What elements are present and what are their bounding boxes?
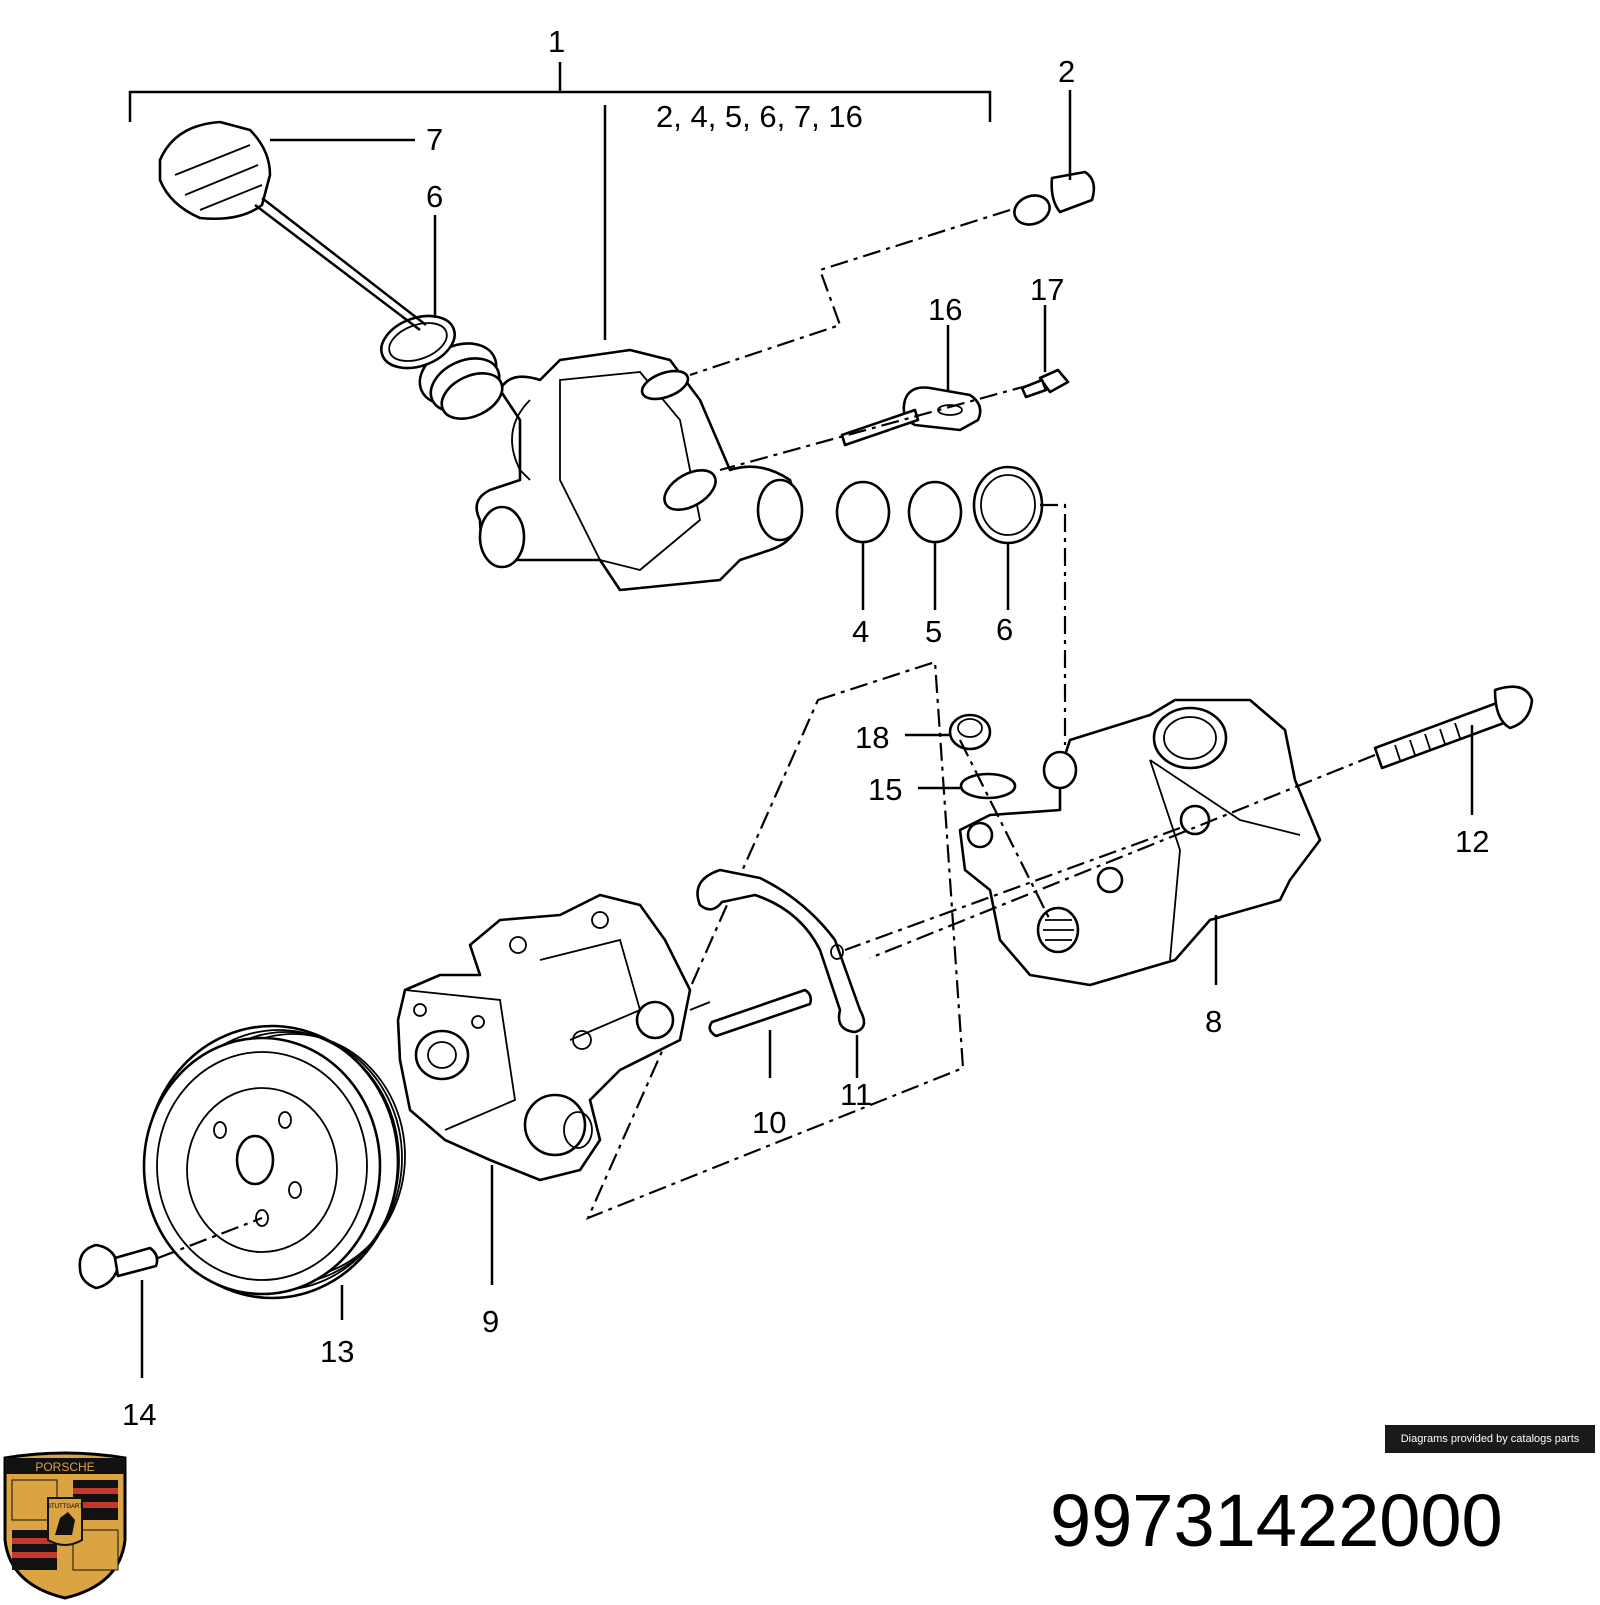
top-dash-lines <box>689 208 1067 745</box>
logo-sub: STUTTGART <box>47 1504 83 1510</box>
callout-14: 14 <box>122 1397 156 1432</box>
callout-15: 15 <box>868 772 902 807</box>
filler-cap-7 <box>158 120 427 331</box>
o-ring-4 <box>835 480 891 544</box>
screw-17 <box>1020 368 1070 399</box>
o-ring-6-top <box>380 314 456 370</box>
callout-7: 7 <box>426 122 443 157</box>
callout-12: 12 <box>1455 824 1489 859</box>
leader-lines <box>140 90 1474 1378</box>
callout-labels: 1 2 2, 4, 5, 6, 7, 16 7 6 16 17 4 5 6 18… <box>122 24 1489 1432</box>
callout-18: 18 <box>855 720 889 755</box>
sleeve-2 <box>1013 170 1096 226</box>
part-number: 99731422000 <box>1050 1479 1503 1562</box>
o-ring-15 <box>959 772 1017 800</box>
callout-group-list: 2, 4, 5, 6, 7, 16 <box>656 99 863 134</box>
callout-6-bottom: 6 <box>996 612 1013 647</box>
logo-text: PORSCHE <box>35 1460 94 1474</box>
bolt-14 <box>78 1216 263 1290</box>
callout-5: 5 <box>925 614 942 649</box>
callout-8: 8 <box>1205 1004 1222 1039</box>
o-ring-5 <box>907 480 963 544</box>
callout-13: 13 <box>320 1334 354 1369</box>
o-ring-6-bottom <box>972 465 1044 545</box>
callout-4: 4 <box>852 614 869 649</box>
callout-10: 10 <box>752 1105 786 1140</box>
bolt-12 <box>1373 685 1534 770</box>
reservoir-part <box>475 348 804 592</box>
pin-10 <box>708 988 813 1038</box>
pulley-13 <box>142 1024 406 1300</box>
filler-neck <box>418 342 504 420</box>
callout-16: 16 <box>928 292 962 327</box>
cap-18 <box>948 713 992 751</box>
callout-11: 11 <box>840 1077 872 1112</box>
bracket-16 <box>840 386 982 447</box>
callout-2: 2 <box>1058 54 1075 89</box>
callout-6-top: 6 <box>426 179 443 214</box>
callout-17: 17 <box>1030 272 1064 307</box>
callout-1: 1 <box>548 24 565 59</box>
porsche-logo: PORSCHE STUTTGART <box>3 1451 127 1600</box>
source-banner: Diagrams provided by catalogs parts <box>1385 1425 1595 1453</box>
pump-9 <box>396 893 711 1182</box>
assembly-bracket <box>128 62 992 340</box>
callout-9: 9 <box>482 1304 499 1339</box>
